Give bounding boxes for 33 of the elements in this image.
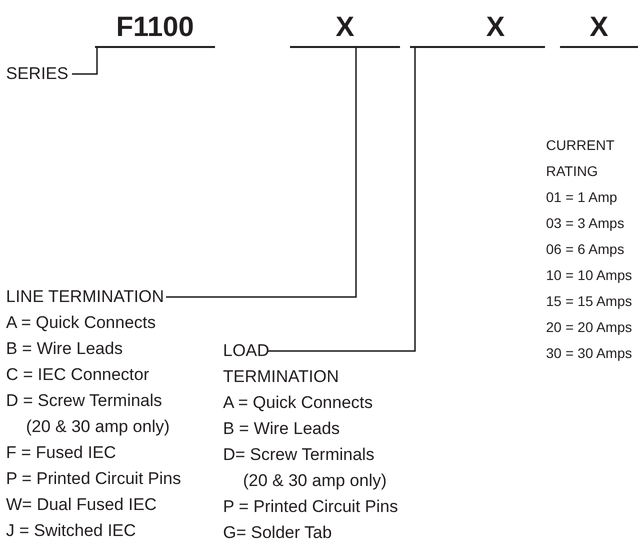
option-text: P = Printed Circuit Pins (6, 468, 181, 490)
option-text: 20 = 20 Amps (546, 318, 632, 337)
section-heading: LOAD TERMINATION (223, 340, 335, 388)
option-text: C = IEC Connector (6, 364, 150, 386)
option-text: 15 = 15 Amps (546, 292, 632, 311)
option-text: P = Printed Circuit Pins (223, 496, 398, 518)
option-text: 03 = 3 Amps (546, 214, 624, 233)
option-text: (20 & 30 amp only) (26, 416, 170, 438)
option-text: J = Switched IEC (6, 520, 136, 542)
section-heading: SERIES (6, 61, 68, 87)
option-text: W= Dual Fused IEC (6, 494, 157, 516)
option-text: D= Screw Terminals (223, 444, 374, 466)
option-text: A = Quick Connects (6, 312, 156, 334)
leader-line (267, 48, 416, 352)
leader-line (72, 48, 98, 75)
option-text: B = Wire Leads (223, 418, 340, 440)
section-heading: CURRENT RATING (546, 136, 616, 181)
option-text: G= Solder Tab (223, 522, 332, 544)
option-text: A = Quick Connects (223, 392, 373, 414)
section-heading: LINE TERMINATION (6, 286, 166, 308)
option-text: F = Fused IEC (6, 442, 116, 464)
option-text: 06 = 6 Amps (546, 240, 624, 259)
option-text: D = Screw Terminals (6, 390, 162, 412)
code-segment: F1100 (95, 10, 215, 48)
code-segment: X (410, 10, 545, 48)
code-segment: X (290, 10, 400, 48)
option-text: 30 = 30 Amps (546, 344, 632, 363)
option-text: 01 = 1 Amp (546, 188, 618, 207)
option-text: (20 & 30 amp only) (243, 470, 387, 492)
leader-line (166, 48, 357, 298)
code-segment: X (560, 10, 638, 48)
option-text: 10 = 10 Amps (546, 266, 632, 285)
option-text: B = Wire Leads (6, 338, 123, 360)
